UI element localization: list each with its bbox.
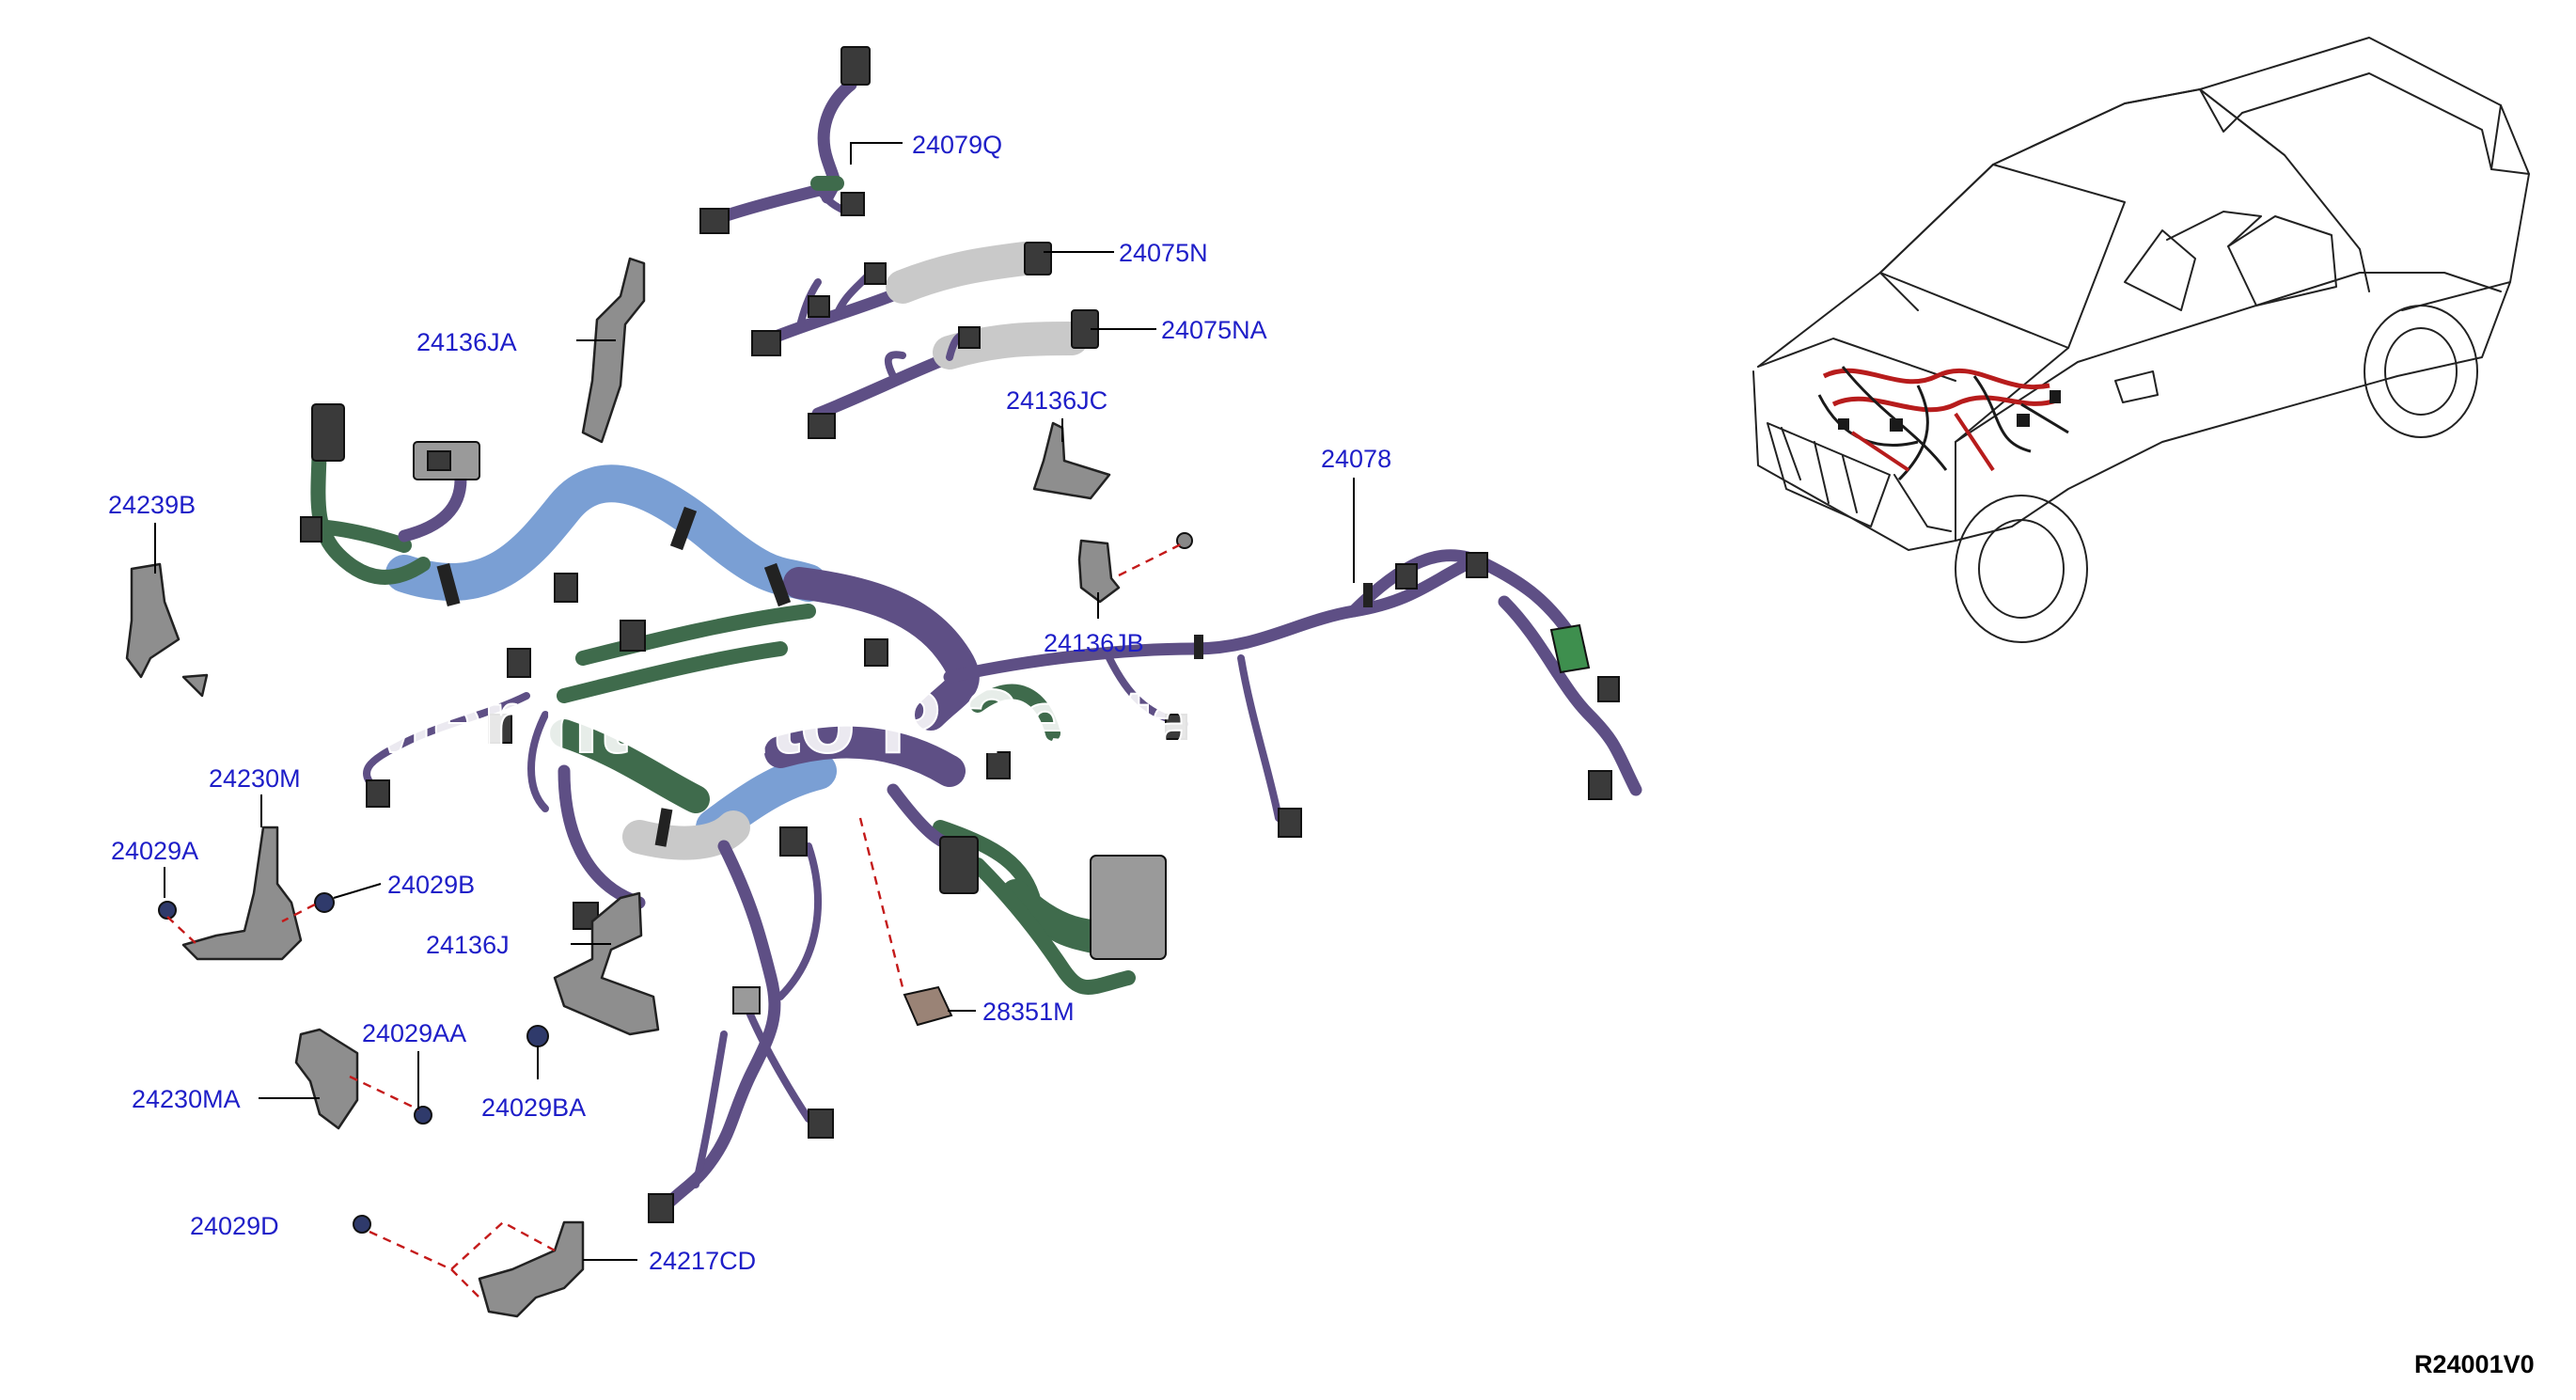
connector — [808, 1109, 834, 1139]
clip-28351M — [903, 985, 953, 1027]
sub-harness-24079Q — [699, 46, 871, 234]
connector — [300, 516, 322, 543]
connector — [488, 714, 512, 744]
diagram-id: R24001V0 — [2414, 1350, 2535, 1378]
watermark-text: Mer nt Auto P ?esta — [357, 671, 1201, 772]
bolt-24029A — [158, 901, 177, 920]
bracket-24230MA — [294, 1028, 359, 1130]
dashed-assembly-lines — [166, 542, 1184, 1298]
bracket-24136JC — [1032, 421, 1111, 500]
label-24078[interactable]: 24078 — [1321, 445, 1391, 473]
label-24029A[interactable]: 24029A — [111, 837, 198, 865]
label-24029D[interactable]: 24029D — [190, 1212, 279, 1240]
bolt-24029D — [353, 1215, 371, 1234]
connector — [554, 573, 578, 603]
connector — [779, 826, 808, 857]
label-24217CD[interactable]: 24217CD — [649, 1247, 756, 1275]
connector — [939, 836, 979, 894]
connector — [648, 1193, 674, 1223]
connector — [1090, 855, 1167, 960]
bracket-24136J — [553, 891, 660, 1036]
label-24136J[interactable]: 24136J — [426, 931, 510, 959]
sub-harness-24075NA — [808, 309, 1099, 439]
label-28351M[interactable]: 28351M — [982, 998, 1075, 1026]
bracket-24230M — [181, 826, 303, 961]
bracket-24239B — [125, 562, 209, 698]
connector — [1165, 714, 1187, 740]
connector — [573, 902, 599, 930]
main-engine-harness-24078 — [300, 403, 1642, 1223]
bracket-24136JA — [581, 257, 646, 444]
label-24029AA[interactable]: 24029AA — [362, 1019, 466, 1047]
bracket-24136JB — [1077, 532, 1193, 604]
connector — [366, 779, 390, 808]
connector — [808, 295, 830, 318]
connector — [1549, 623, 1591, 674]
connector — [1278, 808, 1302, 838]
connector — [1395, 563, 1418, 590]
label-24029BA[interactable]: 24029BA — [481, 1093, 586, 1122]
connector — [986, 751, 1011, 779]
nut-24029B — [314, 892, 335, 913]
connector — [1024, 242, 1052, 275]
connector — [1597, 676, 1620, 702]
bolt-24029AA — [414, 1106, 432, 1125]
label-24075NA[interactable]: 24075NA — [1161, 316, 1267, 344]
connector — [507, 648, 531, 678]
label-24075N[interactable]: 24075N — [1119, 239, 1208, 267]
label-24230MA[interactable]: 24230MA — [132, 1085, 241, 1113]
part-labels: 24079Q 24075N 24136JA 24075NA 24136JC 24… — [108, 131, 1391, 1275]
connector — [808, 413, 836, 439]
connector — [864, 638, 888, 667]
sub-harness-24075N — [751, 242, 1052, 356]
connector — [840, 46, 871, 86]
label-24079Q[interactable]: 24079Q — [912, 131, 1002, 159]
label-24029B[interactable]: 24029B — [387, 871, 475, 899]
label-24136JB[interactable]: 24136JB — [1044, 629, 1144, 657]
connector — [699, 208, 730, 234]
fasteners — [158, 892, 953, 1234]
connector — [620, 620, 646, 652]
bracket-24217CD — [478, 1220, 585, 1318]
label-24136JC[interactable]: 24136JC — [1006, 386, 1107, 415]
connector — [751, 330, 781, 356]
label-24239B[interactable]: 24239B — [108, 491, 196, 519]
connector — [840, 192, 865, 216]
leader-lines — [154, 142, 1355, 1261]
connector — [1588, 770, 1612, 800]
connector — [1466, 552, 1488, 578]
label-24136JA[interactable]: 24136JA — [416, 328, 517, 356]
truck-locator-illustration — [1752, 37, 2530, 643]
connector — [864, 262, 887, 285]
connector — [427, 450, 451, 471]
connector — [732, 986, 761, 1015]
connector — [311, 403, 345, 462]
label-24230M[interactable]: 24230M — [209, 764, 301, 793]
connector — [958, 326, 981, 349]
nut-24029BA — [526, 1025, 549, 1047]
